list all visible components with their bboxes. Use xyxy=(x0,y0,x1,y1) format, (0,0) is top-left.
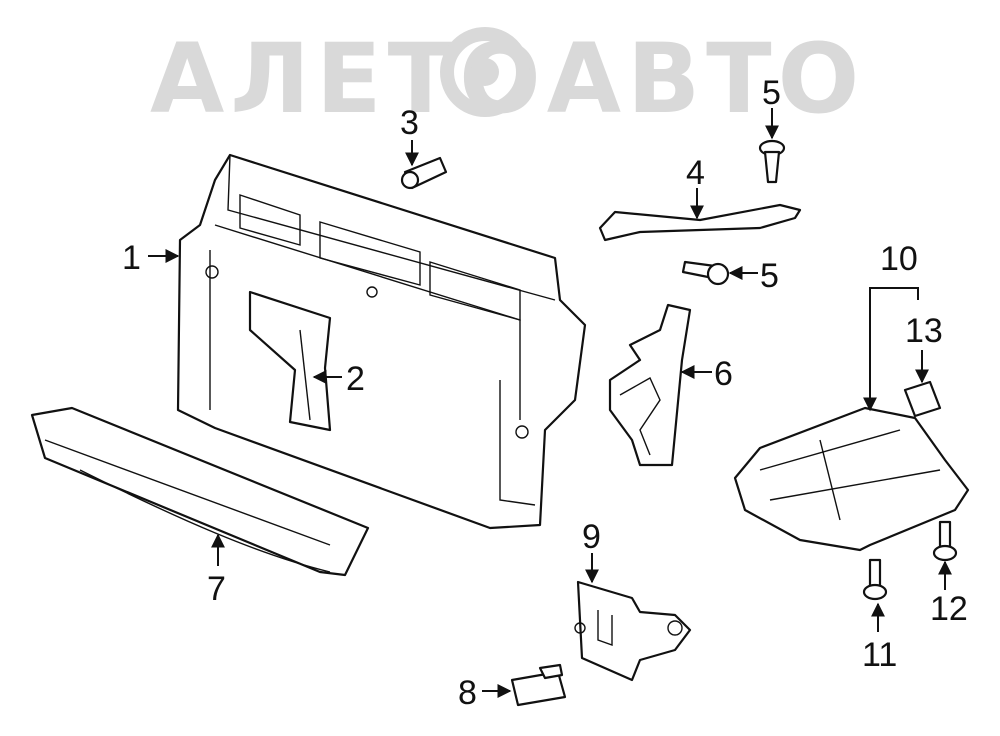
callout-5-side: 5 xyxy=(760,257,779,295)
underbody-shield-part-10 xyxy=(733,406,970,552)
callout-7: 7 xyxy=(207,570,226,608)
callout-3: 3 xyxy=(400,104,419,142)
callout-11: 11 xyxy=(862,636,897,674)
center-bracket-part xyxy=(248,290,332,432)
bolt-part-12 xyxy=(932,520,958,562)
gear-icon xyxy=(440,27,530,117)
callout-2: 2 xyxy=(346,360,365,398)
radiator-support-part xyxy=(176,153,587,530)
screw-part-5b xyxy=(681,260,730,286)
sensor-part-8 xyxy=(510,663,567,707)
leader-lines xyxy=(148,108,952,698)
side-bracket-part-6 xyxy=(608,303,692,467)
callout-8: 8 xyxy=(458,674,477,712)
watermark: АЛЕТОАВТО xyxy=(150,23,859,135)
bracket-part-9 xyxy=(574,580,692,682)
callout-5-top: 5 xyxy=(762,74,781,112)
callout-12: 12 xyxy=(930,590,968,628)
callout-4: 4 xyxy=(686,154,705,192)
bolt-part-11 xyxy=(862,558,888,601)
screw-part-5a xyxy=(758,139,786,184)
callout-13: 13 xyxy=(905,312,943,350)
callout-1: 1 xyxy=(122,239,141,277)
callout-6: 6 xyxy=(714,355,733,393)
clip-nut-part-13 xyxy=(903,380,942,418)
air-guide-part-7 xyxy=(30,406,370,577)
strip-part-4 xyxy=(598,203,802,242)
callout-labels: 1 2 3 4 5 5 6 7 8 9 10 11 12 13 xyxy=(122,74,968,712)
callout-9: 9 xyxy=(582,518,601,556)
bolt-part-3 xyxy=(400,156,448,190)
callout-10: 10 xyxy=(880,240,918,278)
